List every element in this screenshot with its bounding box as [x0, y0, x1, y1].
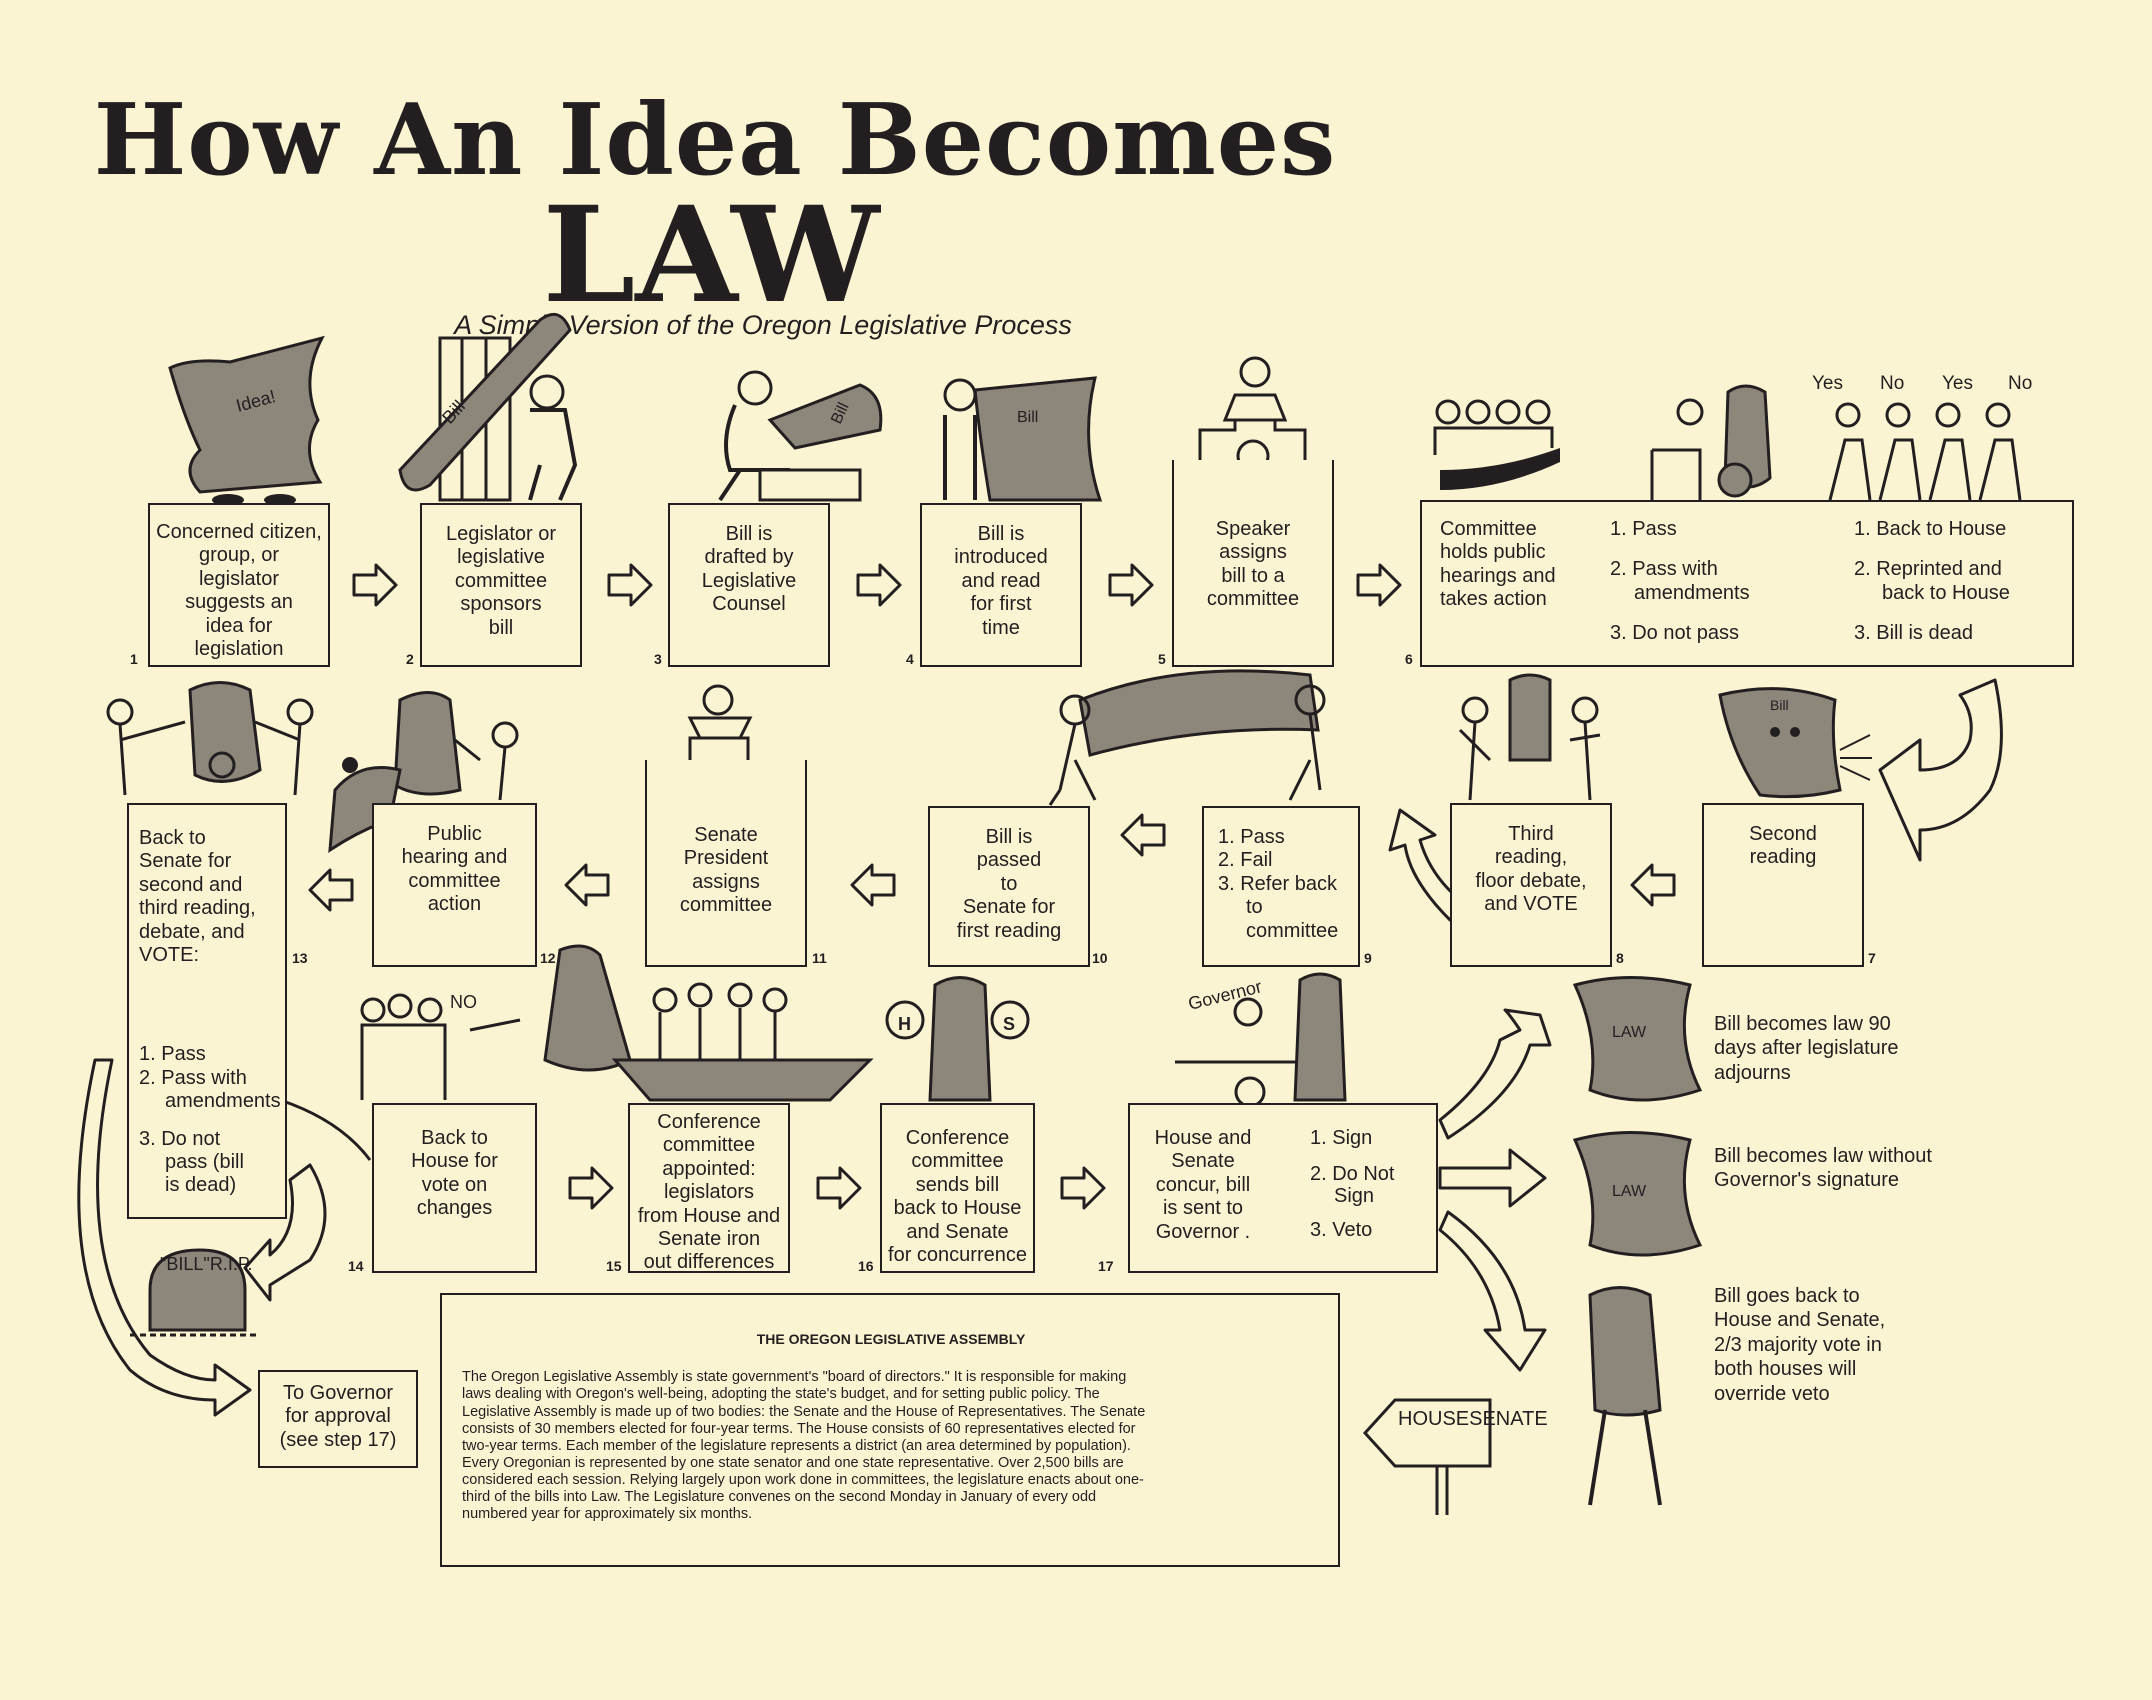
step-number: 3: [654, 651, 662, 667]
carried-bill-icon: [1050, 671, 1324, 805]
reading-figure-icon: Bill: [945, 378, 1100, 500]
walking-bill-icon: [1590, 1288, 1660, 1506]
svg-text:H: H: [898, 1014, 911, 1034]
vote-label: Yes: [1812, 373, 1843, 395]
legislator-with-bill-icon: Bill: [400, 314, 575, 500]
law-scroll-icon-2: LAW: [1575, 1133, 1700, 1256]
step-number: 17: [1098, 1258, 1114, 1274]
curved-arrow-6-to-7: [1880, 680, 2001, 860]
step-number: 6: [1405, 651, 1413, 667]
voting-jury-icon: [1830, 404, 2020, 500]
svg-text:S: S: [1003, 1014, 1015, 1034]
speaker-podium-icon: [1200, 358, 1305, 471]
floor-debate-icon: [1460, 675, 1600, 800]
tombstone-text: "BILL"R.I.P.: [160, 1254, 240, 1276]
idea-scroll-icon: Idea!: [170, 338, 322, 506]
step-number: 5: [1158, 651, 1166, 667]
step-number: 10: [1092, 950, 1108, 966]
step-number: 12: [540, 950, 556, 966]
drafting-figure-icon: Bill: [720, 372, 881, 500]
vote-label: No: [2008, 373, 2032, 395]
house-senate-sign-text: HOUSESENATE: [1398, 1407, 1490, 1431]
svg-text:Governor: Governor: [1186, 976, 1264, 1014]
crowd-no-icon: NO: [362, 946, 630, 1100]
speaking-bill-icon: Bill: [1720, 689, 1872, 797]
step-number: 4: [906, 651, 914, 667]
step-number: 7: [1868, 950, 1876, 966]
outcome-arrow-nosign: [1440, 1150, 1545, 1206]
step-number: 9: [1364, 950, 1372, 966]
pulling-bill-icon: [108, 683, 312, 796]
governor-desk-icon: Governor: [1175, 974, 1345, 1106]
svg-text:Bill: Bill: [1770, 697, 1789, 713]
svg-text:LAW: LAW: [1612, 1024, 1647, 1041]
house-senate-bill-icon: H S: [887, 978, 1028, 1101]
law-scroll-icon-1: LAW: [1575, 978, 1700, 1101]
assembly-info-box: THE OREGON LEGISLATIVE ASSEMBLY The Oreg…: [440, 1293, 1340, 1567]
vote-label: No: [1880, 373, 1904, 395]
svg-text:LAW: LAW: [1612, 1183, 1647, 1200]
conference-table-icon: [615, 984, 870, 1100]
step-number: 1: [130, 651, 138, 667]
vote-label: Yes: [1942, 373, 1973, 395]
senate-president-icon: [690, 686, 750, 760]
step-number: 14: [348, 1258, 364, 1274]
svg-text:NO: NO: [450, 992, 477, 1012]
outcome-arrow-sign: [1440, 1010, 1550, 1138]
committee-hearing-icon: [1435, 386, 1770, 500]
step-number: 2: [406, 651, 414, 667]
step-number: 15: [606, 1258, 622, 1274]
assembly-heading: THE OREGON LEGISLATIVE ASSEMBLY: [462, 1331, 1320, 1347]
step-number: 8: [1616, 950, 1624, 966]
step-number: 16: [858, 1258, 874, 1274]
outcome-arrow-veto: [1440, 1212, 1545, 1370]
step-number: 11: [812, 950, 827, 966]
svg-text:Bill: Bill: [1017, 409, 1038, 426]
step-number: 13: [292, 950, 308, 966]
